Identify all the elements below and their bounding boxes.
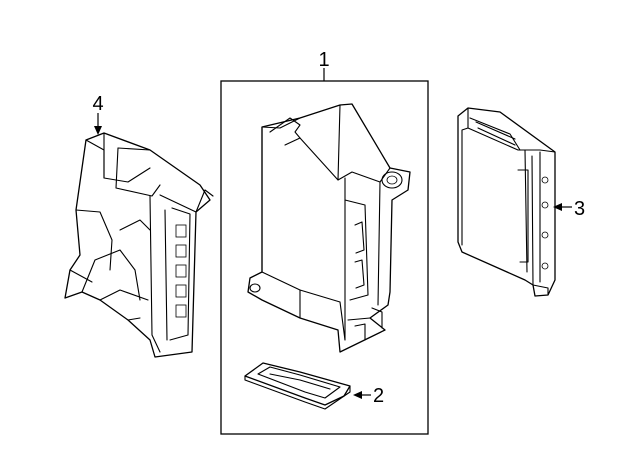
callout-2: 2 (373, 385, 384, 407)
part-3-ecu-module (457, 107, 556, 297)
part-1-junction-block (247, 103, 411, 353)
callout-4: 4 (92, 93, 103, 115)
arrowhead-4 (94, 126, 102, 135)
arrowhead-3 (553, 203, 562, 211)
part-2-cover (244, 362, 351, 410)
callout-1: 1 (318, 49, 329, 71)
part-4-bracket (64, 132, 214, 358)
callout-3: 3 (574, 198, 585, 220)
arrowhead-2 (353, 391, 362, 399)
